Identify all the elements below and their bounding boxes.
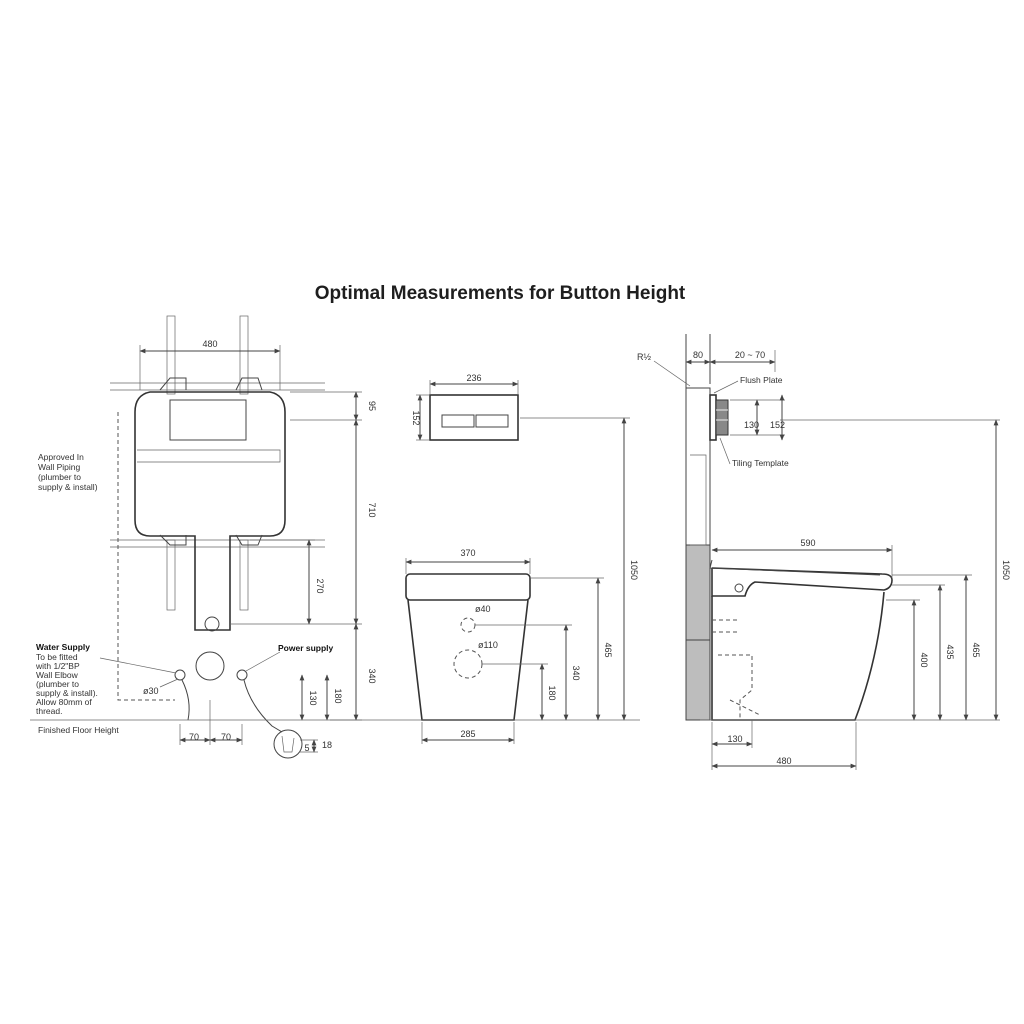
approved-piping-note: Approved In Wall Piping (plumber to supp…	[38, 452, 98, 492]
toilet-seat-front	[405, 573, 531, 601]
dim-side-1050: 1050	[1001, 560, 1011, 580]
tiling-template-label: Tiling Template	[732, 458, 789, 468]
flush-plate-side	[709, 394, 717, 441]
drawing-title: Optimal Measurements for Button Height	[315, 283, 686, 304]
water-supply-note: To be fitted with 1/2"BP Wall Elbow (plu…	[35, 652, 100, 716]
toilet-pan-side	[711, 591, 885, 721]
dim-side-bottom-480: 480	[776, 756, 791, 766]
dim-side-152: 152	[770, 420, 785, 430]
waste-connection	[195, 651, 225, 681]
dim-front-465: 465	[603, 642, 613, 657]
dim-frame-130: 130	[308, 690, 318, 705]
dim-front-340: 340	[571, 665, 581, 680]
dim-bottom-70-a: 70	[189, 732, 199, 742]
tiling-template	[715, 399, 729, 436]
dim-detail-18: 18	[322, 740, 332, 750]
frame-view: 480 95 710 270 340 180 130 70	[30, 315, 380, 759]
dim-front-1050: 1050	[629, 560, 639, 580]
dim-bottom-70-b: 70	[221, 732, 231, 742]
cistern-side	[685, 387, 711, 641]
wall-section	[685, 544, 711, 721]
flush-plate-front	[429, 394, 519, 441]
dim-plate-width: 236	[466, 373, 481, 383]
power-supply-label: Power supply	[278, 643, 334, 653]
dim-side-400: 400	[919, 652, 929, 667]
water-supply-point	[174, 669, 186, 681]
dim-pan-width: 370	[460, 548, 475, 558]
toilet-pan-front	[407, 599, 529, 721]
power-supply-point	[236, 669, 248, 681]
dim-frame-180: 180	[333, 688, 343, 703]
dim-depth: 590	[800, 538, 815, 548]
dim-frame-710: 710	[367, 502, 377, 517]
dim-side-130: 130	[744, 420, 759, 430]
cistern-body	[134, 391, 286, 631]
dim-front-180: 180	[547, 685, 557, 700]
dim-plate-height: 152	[411, 410, 421, 425]
frame-rails	[110, 315, 325, 611]
water-supply-title: Water Supply	[36, 642, 90, 652]
front-view: 236 152 ø40 ø110 370 285 1050 465 3	[380, 373, 640, 744]
dim-base-width: 285	[460, 729, 475, 739]
hole-large: ø110	[478, 640, 498, 650]
dim-side-435: 435	[945, 644, 955, 659]
dim-frame-270: 270	[315, 578, 325, 593]
waste-outlet	[204, 616, 220, 632]
dim-detail-5: 5	[304, 743, 309, 753]
side-view: 80 20 ~ 70 R½ Flush Plate Tiling Templat…	[637, 334, 1011, 770]
toilet-seat-side	[711, 567, 893, 597]
r-half-label: R½	[637, 352, 651, 362]
hole-small: ø40	[475, 604, 491, 614]
pipe-diameter: ø30	[143, 686, 159, 696]
flush-plate-label: Flush Plate	[740, 375, 783, 385]
dim-frame-340: 340	[367, 668, 377, 683]
dim-side-bottom-130: 130	[727, 734, 742, 744]
dim-adjust: 20 ~ 70	[735, 350, 765, 360]
dim-frame-width: 480	[202, 339, 217, 349]
elbow-detail	[273, 729, 303, 759]
dim-side-465: 465	[971, 642, 981, 657]
flush-opening	[169, 399, 247, 441]
finished-floor-label: Finished Floor Height	[38, 725, 119, 735]
dim-wall-80: 80	[693, 350, 703, 360]
dim-frame-95: 95	[367, 401, 377, 411]
